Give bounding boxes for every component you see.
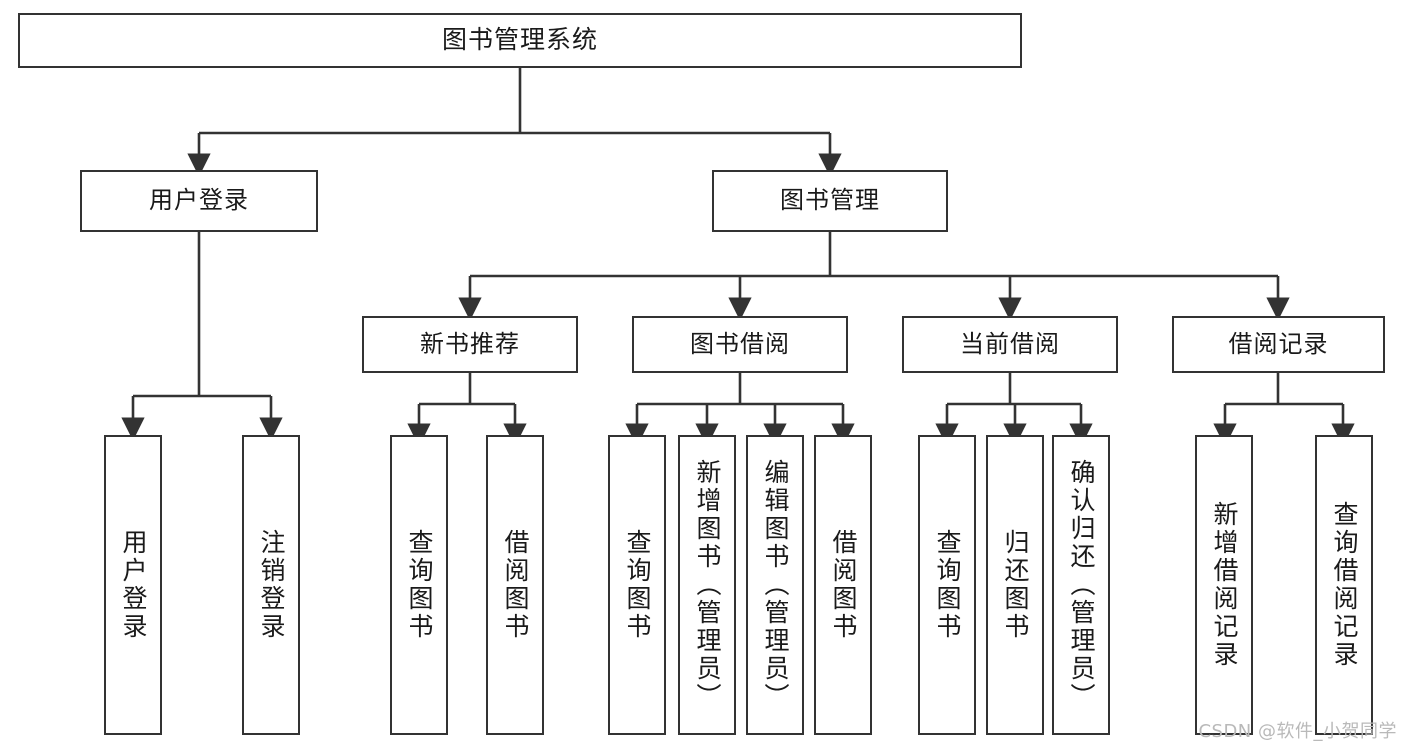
- leaf-recommend-borrow-book[interactable]: 借阅图书: [486, 435, 544, 735]
- leaf-borrow-add-book-admin[interactable]: 新增图书（管理员）: [678, 435, 736, 735]
- leaf-record-query-record[interactable]: 查询借阅记录: [1315, 435, 1373, 735]
- leaf-current-query-book[interactable]: 查询图书: [918, 435, 976, 735]
- node-borrow-record[interactable]: 借阅记录: [1172, 316, 1385, 373]
- leaf-current-return-book[interactable]: 归还图书: [986, 435, 1044, 735]
- node-book-manage[interactable]: 图书管理: [712, 170, 948, 232]
- leaf-current-confirm-return-admin[interactable]: 确认归还（管理员）: [1052, 435, 1110, 735]
- node-new-book-recommend[interactable]: 新书推荐: [362, 316, 578, 373]
- leaf-user-logout[interactable]: 注销登录: [242, 435, 300, 735]
- leaf-borrow-borrow-book[interactable]: 借阅图书: [814, 435, 872, 735]
- csdn-watermark: CSDN @软件_小贺同学: [1198, 721, 1397, 742]
- node-user-login[interactable]: 用户登录: [80, 170, 318, 232]
- leaf-recommend-query-book[interactable]: 查询图书: [390, 435, 448, 735]
- leaf-borrow-edit-book-admin[interactable]: 编辑图书（管理员）: [746, 435, 804, 735]
- node-current-borrow[interactable]: 当前借阅: [902, 316, 1118, 373]
- leaf-user-login[interactable]: 用户登录: [104, 435, 162, 735]
- leaf-record-add-record[interactable]: 新增借阅记录: [1195, 435, 1253, 735]
- node-book-borrow[interactable]: 图书借阅: [632, 316, 848, 373]
- node-root[interactable]: 图书管理系统: [18, 13, 1022, 68]
- leaf-borrow-query-book[interactable]: 查询图书: [608, 435, 666, 735]
